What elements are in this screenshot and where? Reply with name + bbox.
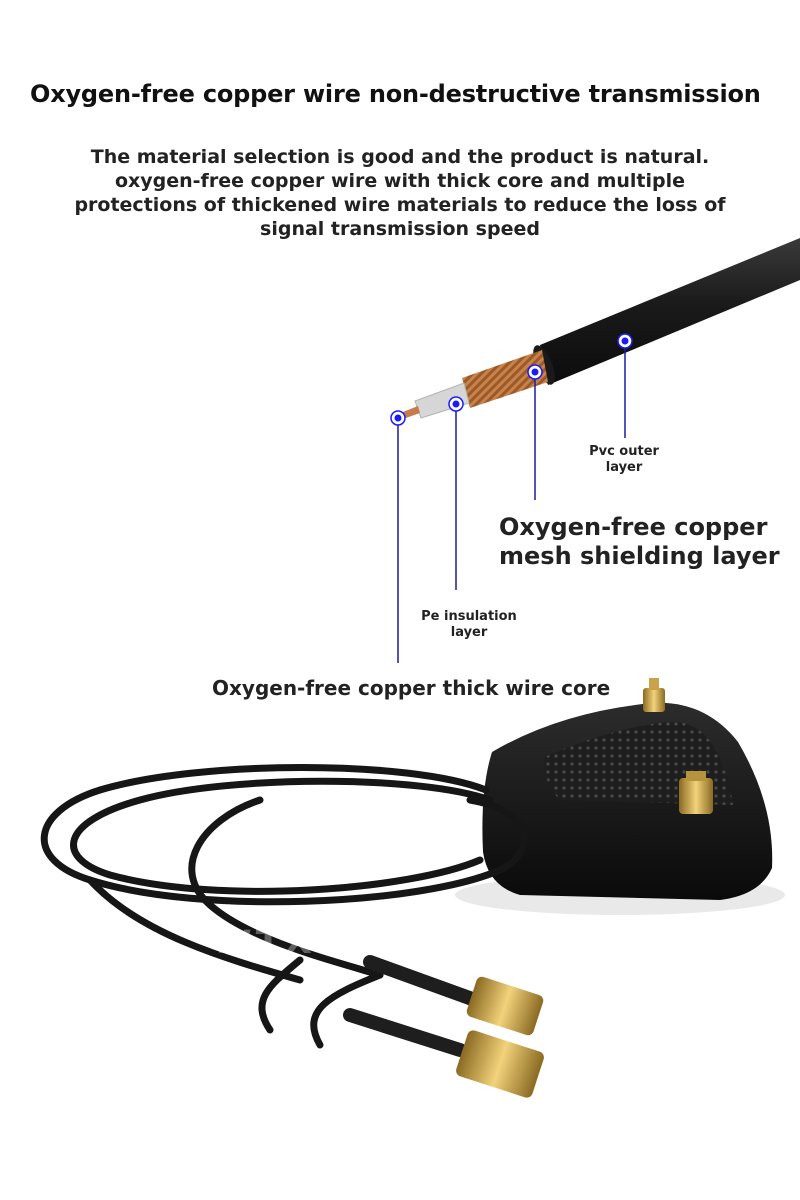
pvc-label-line: layer — [605, 460, 643, 475]
description-line: protections of thickened wire materials … — [74, 194, 726, 216]
shield-marker-dot — [531, 368, 539, 376]
callout-lines — [397, 341, 626, 663]
pvc-marker-dot — [621, 337, 629, 345]
sma-connector-icon — [643, 688, 665, 712]
sma-pin — [686, 771, 706, 781]
pe-label-line: layer — [450, 625, 488, 640]
cable-cross-section — [398, 238, 800, 420]
pvc-jacket — [540, 238, 800, 385]
callout-dots — [390, 333, 633, 426]
pvc-outer-layer-label: Pvc outer layer — [578, 444, 670, 476]
description-line: oxygen-free copper wire with thick core … — [114, 170, 686, 192]
antenna-base-icon — [455, 678, 785, 915]
core-marker-dot — [394, 414, 402, 422]
description-line: The material selection is good and the p… — [90, 146, 710, 168]
page-title: Oxygen-free copper wire non-destructive … — [30, 80, 761, 108]
pe-insulation-label: Pe insulation layer — [414, 609, 524, 641]
shield-label-line: mesh shielding layer — [499, 542, 780, 570]
pvc-label-line: Pvc outer — [589, 444, 659, 459]
sma-plug-icon — [466, 976, 544, 1036]
description-line: signal transmission speed — [260, 218, 540, 240]
sma-pin — [649, 678, 659, 690]
shield-label-line: Oxygen-free copper — [499, 513, 768, 541]
cable-strain-reliefs — [343, 955, 482, 1057]
coiled-cable — [40, 764, 528, 1049]
sma-plug-icon — [456, 1030, 544, 1098]
pe-marker-dot — [452, 400, 460, 408]
shielding-layer-label: Oxygen-free copper mesh shielding layer — [499, 513, 780, 571]
sma-connector-icon — [679, 778, 713, 814]
description: The material selection is good and the p… — [40, 145, 760, 241]
copper-braid — [462, 350, 548, 408]
pe-label-line: Pe insulation — [421, 609, 517, 624]
brand-watermark: WTXUP — [212, 924, 380, 961]
sma-plugs — [456, 976, 544, 1098]
wire-core-label: Oxygen-free copper thick wire core — [212, 676, 611, 700]
